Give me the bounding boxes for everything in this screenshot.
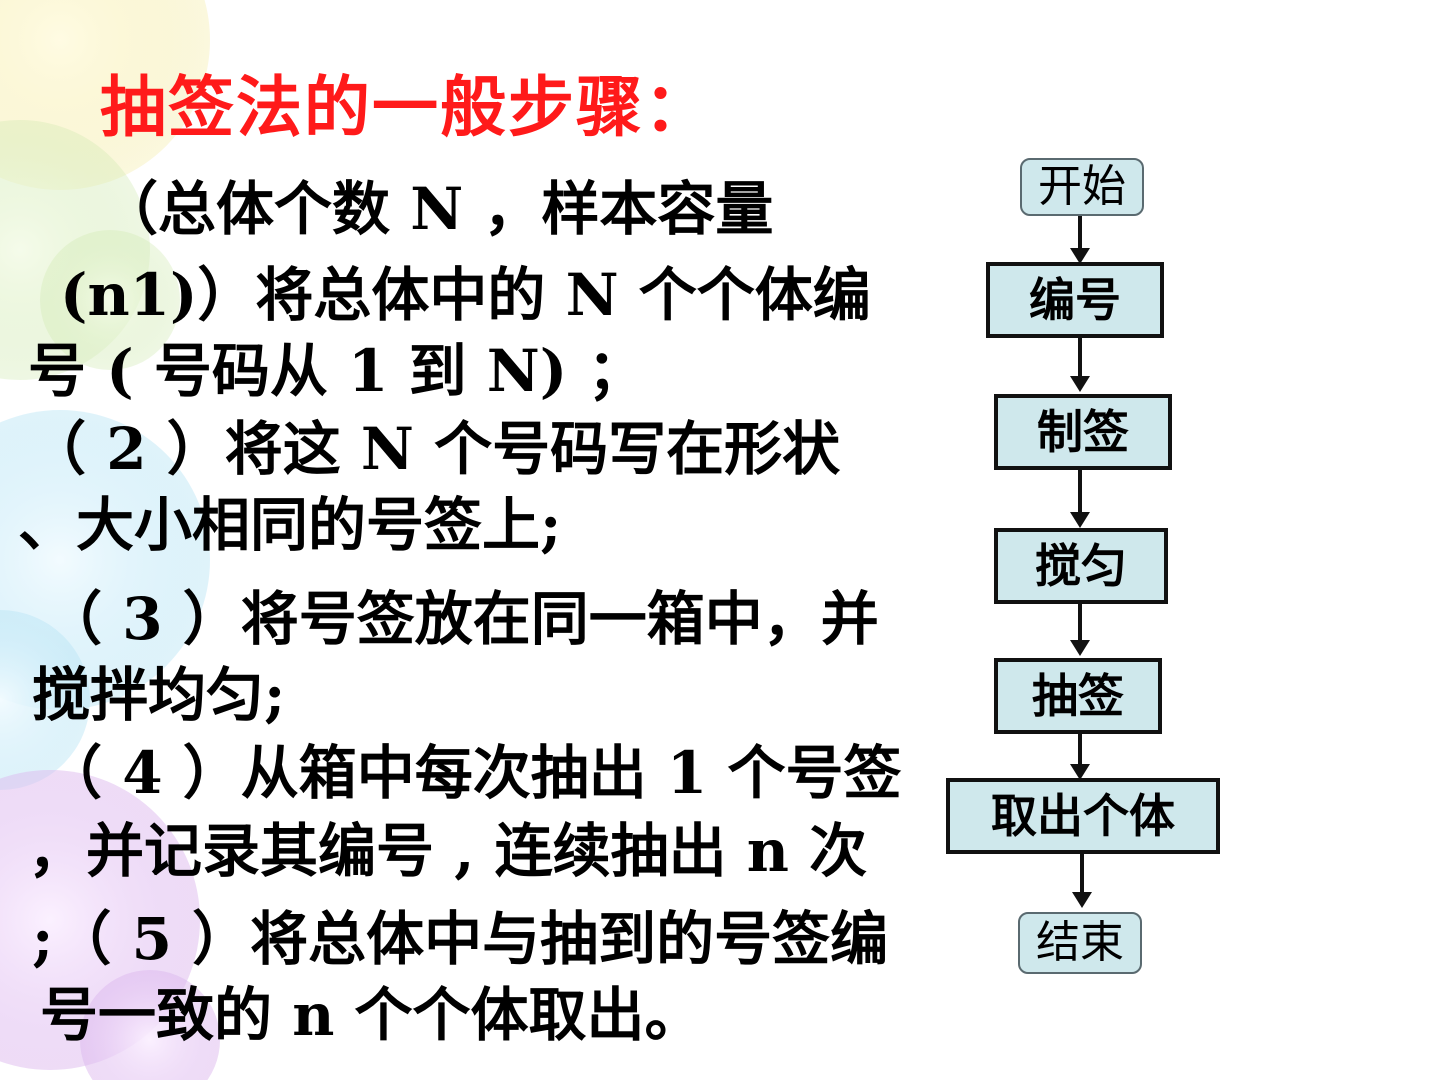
decor-circle-lime	[40, 230, 180, 370]
step-line-8: （ 4 ）从箱中每次抽出 1 个号签	[44, 739, 902, 807]
flow-arrow-6	[1072, 854, 1092, 908]
step-line-10: ;（ 5 ）将总体中与抽到的号签编	[32, 905, 889, 973]
flow-arrow-5	[1070, 734, 1090, 780]
step-line-1: （总体个数 N ，样本容量	[100, 175, 774, 243]
flow-step-number: 编号	[986, 262, 1164, 338]
flow-end-node: 结束	[1018, 912, 1142, 974]
step-line-6: （ 3 ）将号签放在同一箱中，并	[44, 585, 879, 653]
flow-step-make-lots: 制签	[994, 394, 1172, 470]
step-line-7: 搅拌均匀;	[32, 661, 286, 729]
flow-step-mix: 搅匀	[994, 528, 1168, 604]
flow-arrow-1	[1070, 216, 1090, 264]
decor-circle-purple-small	[80, 970, 220, 1080]
page-title: 抽签法的一般步骤：	[100, 68, 712, 146]
step-line-3: 号 ( 号码从 1 到 N) ；	[28, 337, 646, 405]
step-line-5: 、大小相同的号签上;	[18, 491, 562, 559]
flow-step-take-individuals: 取出个体	[946, 778, 1220, 854]
step-line-4: （ 2 ）将这 N 个号码写在形状	[28, 415, 841, 483]
flow-step-draw: 抽签	[994, 658, 1162, 734]
flow-arrow-2	[1070, 338, 1090, 392]
step-line-11: 号一致的 n 个个体取出。	[40, 981, 703, 1049]
decor-circle-blue-small	[0, 610, 90, 790]
flow-start-node: 开始	[1020, 158, 1144, 216]
step-line-9: ，并记录其编号 , 连续抽出 n 次	[28, 817, 868, 885]
step-line-2: (n1)）将总体中的 N 个个体编	[60, 261, 871, 329]
flow-arrow-4	[1070, 604, 1090, 656]
flow-arrow-3	[1070, 470, 1090, 528]
